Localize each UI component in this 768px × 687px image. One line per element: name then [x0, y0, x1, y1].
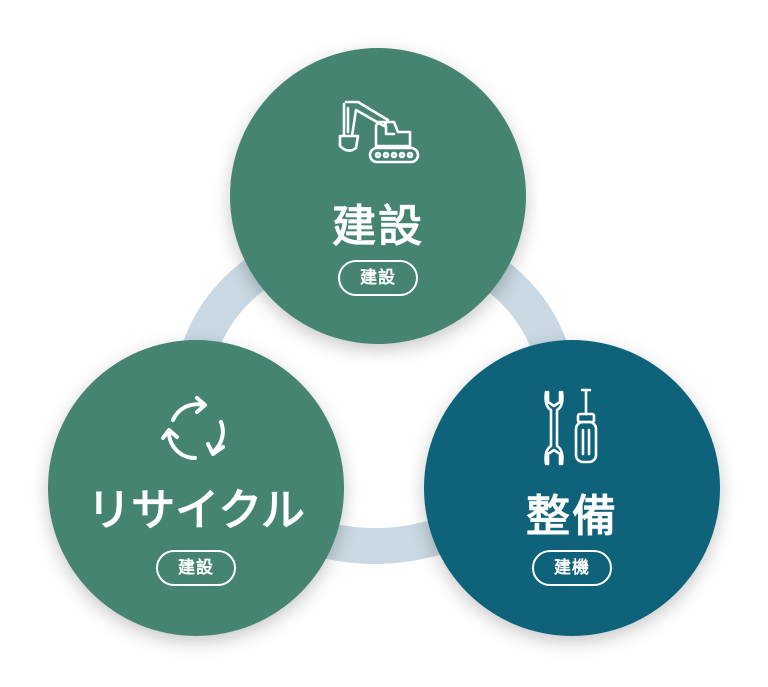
node-construction: 建設 建設: [230, 48, 526, 344]
tools-icon: [424, 388, 720, 468]
excavator-icon: [230, 96, 526, 168]
node-recycle: リサイクル 建設: [48, 340, 344, 636]
node-title: 建設: [332, 201, 424, 252]
node-title: 整備: [526, 491, 618, 542]
category-badge: 建設: [156, 550, 236, 586]
category-badge: 建設: [338, 260, 418, 296]
category-badge: 建機: [532, 550, 612, 586]
node-maintenance: 整備 建機: [424, 340, 720, 636]
node-title: リサイクル: [87, 485, 305, 536]
recycle-icon: [48, 392, 344, 470]
